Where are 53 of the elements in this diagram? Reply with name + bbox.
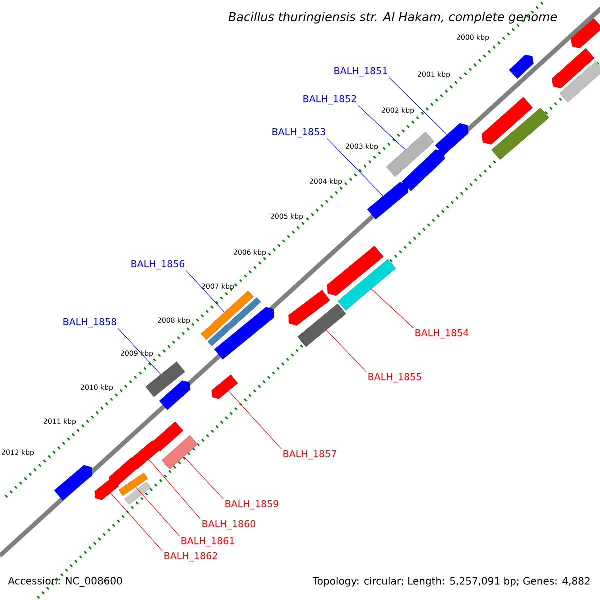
- leader-line: [186, 270, 225, 313]
- title: Bacillus thuringiensis str. Al Hakam, complete genome: [228, 12, 558, 24]
- gene-bar: [298, 304, 346, 348]
- gene-label: BALH_1862: [164, 552, 218, 562]
- gene-label: BALH_1855: [368, 373, 422, 383]
- gene-bar: [118, 472, 148, 496]
- leader-line: [148, 459, 201, 520]
- leader-line: [118, 328, 162, 375]
- leader-line: [389, 78, 448, 136]
- gene-label: BALH_1854: [416, 329, 469, 339]
- gene-label: BALH_1853: [272, 128, 326, 138]
- gene-block: [402, 150, 445, 192]
- gene-label: BALH_1851: [334, 67, 388, 77]
- gene-block: [367, 182, 409, 220]
- leader-line: [184, 456, 224, 500]
- gene-bar: [386, 132, 435, 178]
- gene-block: [54, 465, 93, 501]
- gene-block: [571, 18, 600, 49]
- gene-bar: [146, 362, 186, 398]
- gene-block: [152, 422, 184, 452]
- gene-label: BALH_1852: [304, 95, 356, 105]
- gene-bar: [208, 298, 262, 346]
- gene-label: BALH_1859: [226, 500, 279, 510]
- gene-block: [435, 123, 469, 156]
- gene-block: [214, 307, 275, 360]
- leader-line: [327, 138, 384, 196]
- gene-block: [212, 374, 238, 400]
- gene-label: BALH_1861: [182, 537, 234, 547]
- gene-block: [327, 246, 384, 296]
- genome-info-text: Topology: circular; Length: 5,257,091 bp; Genes: 4,882: [312, 577, 590, 587]
- leader-line: [326, 330, 367, 372]
- gene-label: BALH_1860: [202, 520, 256, 530]
- leader-line: [358, 106, 406, 150]
- gene-bar: [124, 482, 152, 505]
- gene-block: [288, 290, 330, 326]
- gene-bar: [201, 290, 254, 340]
- accession-text: Accession: NC_008600: [8, 577, 122, 587]
- gene-bar: [492, 108, 550, 160]
- gene-label: BALH_1857: [284, 450, 336, 460]
- leader-line: [136, 486, 180, 536]
- leader-line: [371, 288, 414, 328]
- gene-block: [159, 380, 191, 410]
- leader-line: [110, 492, 163, 552]
- gene-bar: [560, 61, 600, 103]
- gene-label: BALH_1856: [132, 260, 185, 270]
- gene-block: [482, 97, 534, 145]
- leader-line: [228, 390, 282, 450]
- gene-block: [509, 54, 534, 80]
- gene-bar: [162, 435, 198, 470]
- gene-label: BALH_1858: [64, 318, 117, 328]
- gene-bar: [338, 259, 396, 311]
- gene-block: [109, 458, 140, 486]
- gene-block: [94, 478, 120, 500]
